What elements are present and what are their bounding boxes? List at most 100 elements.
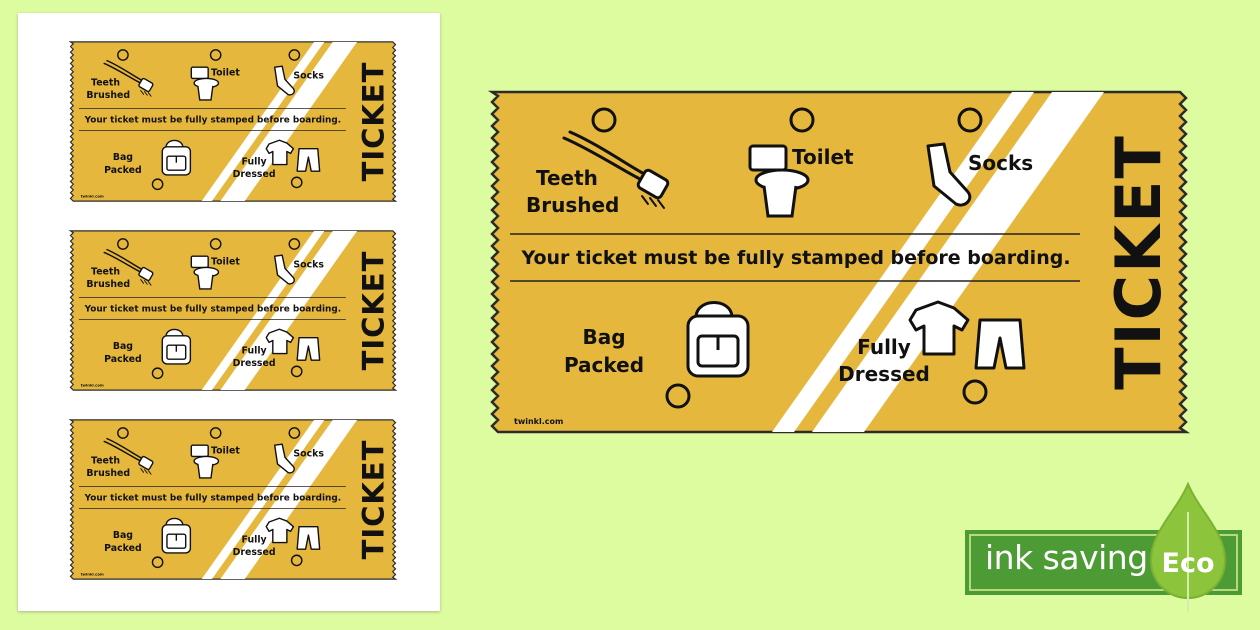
label-fully: Fully [242,157,267,168]
stamp-circle [117,238,129,250]
label-fully: Fully [242,535,267,546]
shorts-icon [296,147,321,172]
stamp-circle [290,554,303,567]
stamp-circle [591,107,617,133]
stamp-circle [117,427,129,439]
watermark-text: twinkl.com [81,383,104,387]
toothbrush-icon [103,248,154,286]
tshirt-icon [265,328,295,355]
label-brushed: Brushed [86,90,130,101]
toilet-icon [190,444,220,479]
stamp-circle [151,178,164,191]
shorts-icon [296,336,321,361]
stamp-circle [151,367,164,380]
toilet-icon [748,144,810,218]
label-teeth: Teeth [91,266,120,277]
diagonal-stripe-wide [220,419,358,580]
stamp-circle [290,176,303,189]
sock-icon [273,254,295,285]
stamp-circle [290,365,303,378]
label-toilet: Toilet [211,68,240,79]
label-dressed: Dressed [233,358,276,369]
ticket-title: TICKET [356,251,390,371]
instruction-text: Your ticket must be fully stamped before… [520,247,1070,269]
diagonal-stripe-thin [201,419,325,580]
diagonal-stripe-thin [201,41,325,202]
shorts-icon [296,525,321,550]
label-dressed: Dressed [838,362,930,386]
tshirt-icon [265,517,295,544]
badge-border [969,534,1238,591]
sock-icon [926,142,972,207]
leaf-icon: Eco [1148,481,1228,618]
label-bag: Bag [113,152,133,163]
label-bag: Bag [113,341,133,352]
label-brushed: Brushed [526,193,619,217]
stamp-circle [957,107,983,133]
backpack-icon [161,139,192,176]
diagonal-stripe-thin [201,230,325,391]
stamp-circle [962,379,988,405]
label-teeth: Teeth [91,77,120,88]
label-fully: Fully [242,346,267,357]
label-toilet: Toilet [211,446,240,457]
stamp-circle [789,107,815,133]
ticket-title: TICKET [356,440,390,560]
watermark-text: twinkl.com [514,417,563,426]
label-bag: Bag [113,530,133,541]
label-bag: Bag [582,325,625,349]
toilet-icon [190,255,220,290]
ticket-title: TICKET [356,62,390,182]
stamp-circle [117,49,129,61]
instruction-text: Your ticket must be fully stamped before… [84,115,341,125]
label-toilet: Toilet [211,257,240,268]
diagonal-stripe-wide [220,41,358,202]
tshirt-icon [265,139,295,166]
label-fully: Fully [857,335,911,359]
sock-icon [273,443,295,474]
toothbrush-icon [103,437,154,475]
label-dressed: Dressed [233,169,276,180]
stamp-circle [151,556,164,569]
stamp-circle [665,383,691,409]
label-packed: Packed [564,353,644,377]
diagonal-stripe-wide [220,230,358,391]
stamp-circle [288,49,301,61]
label-brushed: Brushed [86,279,130,290]
label-socks: Socks [293,448,324,459]
stamp-circle [288,238,301,250]
label-teeth: Teeth [536,166,598,190]
stamp-circle [209,49,222,61]
tshirt-icon [908,300,970,356]
label-socks: Socks [293,70,324,81]
diagonal-stripe-wide [812,92,1104,432]
toilet-icon [190,66,220,101]
stamp-circle [209,427,222,439]
label-packed: Packed [104,354,142,365]
label-socks: Socks [968,151,1033,175]
eco-label: Eco [1162,548,1215,579]
label-socks: Socks [293,259,324,270]
instruction-text: Your ticket must be fully stamped before… [84,493,341,503]
label-brushed: Brushed [86,468,130,479]
diagonal-stripe-thin [772,92,1034,432]
watermark-text: twinkl.com [81,194,104,198]
ink-saving-label: ink saving [985,538,1148,577]
shorts-icon [974,318,1026,370]
label-teeth: Teeth [91,455,120,466]
label-packed: Packed [104,165,142,176]
backpack-icon [161,328,192,365]
toothbrush-icon [562,130,670,209]
ticket-title: TICKET [1102,134,1175,390]
sock-icon [273,65,295,96]
watermark-text: twinkl.com [81,572,104,576]
label-dressed: Dressed [233,547,276,558]
instruction-text: Your ticket must be fully stamped before… [84,304,341,314]
stamp-circle [288,427,301,439]
label-toilet: Toilet [792,145,854,169]
